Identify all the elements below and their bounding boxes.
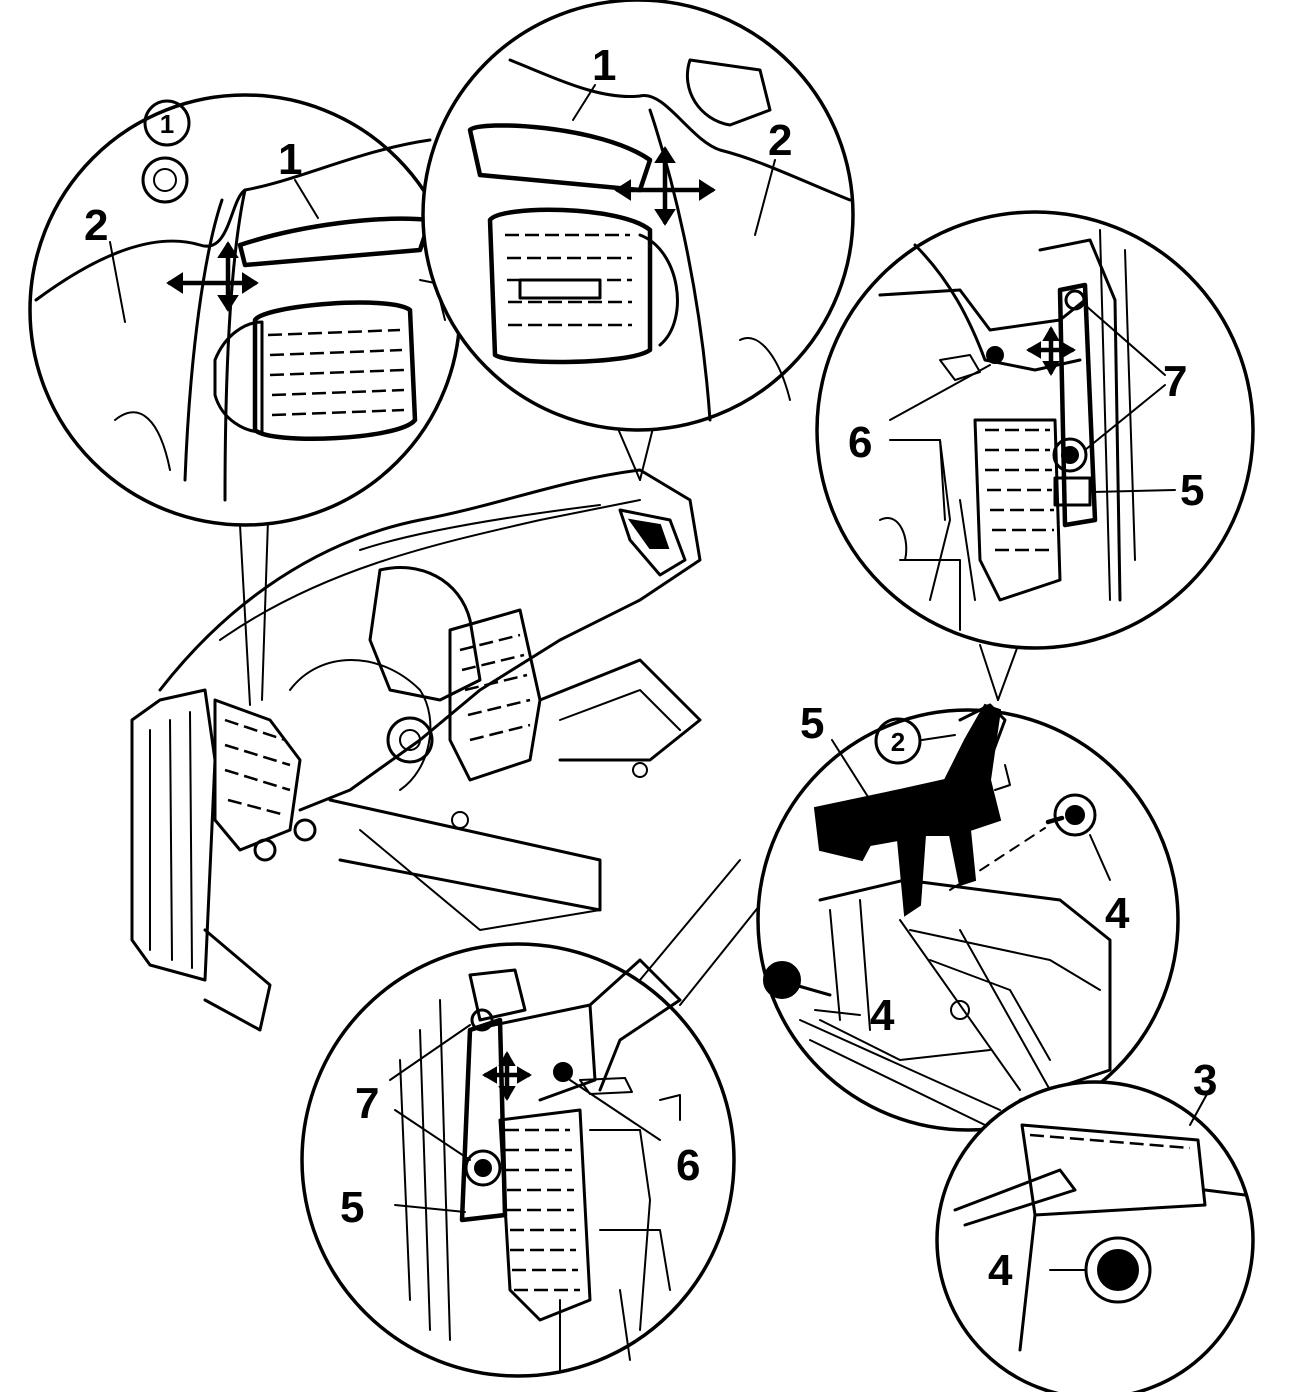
detail-right-vent: 1 2 (421, 0, 855, 481)
callout-5-bracket-top: 5 (1180, 466, 1204, 515)
step-badge-2: 2 (874, 717, 922, 765)
callout-2-left-vent: 2 (84, 201, 108, 250)
move-arrows-icon (614, 146, 716, 226)
svg-text:2: 2 (891, 727, 905, 757)
move-arrows-icon (1026, 326, 1076, 376)
dashboard-assembly (130, 468, 702, 1032)
move-arrows-icon (166, 241, 259, 312)
callout-5-bracket-center: 5 (800, 699, 824, 748)
detail-bracket-center: 2 5 4 4 (756, 699, 1180, 1132)
callout-1-left-vent: 1 (278, 135, 302, 184)
callout-1-right-vent: 1 (592, 41, 616, 90)
callout-4a-bracket-center: 4 (1105, 889, 1130, 938)
callout-5-bracket-bottom: 5 (340, 1183, 364, 1232)
detail-bracket-bottom: 7 5 6 (300, 859, 781, 1378)
callout-2-right-vent: 2 (768, 116, 792, 165)
callout-4b-bracket-center: 4 (870, 991, 895, 1040)
callout-7-bracket-bottom: 7 (355, 1079, 379, 1128)
callout-3-clip: 3 (1193, 1056, 1217, 1105)
detail-clip-removal: 3 4 (935, 1056, 1255, 1392)
callout-6-bracket-bottom: 6 (676, 1141, 700, 1190)
callout-4c-clip: 4 (988, 1246, 1013, 1295)
callout-7-bracket-top: 7 (1163, 357, 1187, 406)
move-arrows-icon (482, 1051, 532, 1101)
step-badge-1: 1 (143, 99, 191, 147)
detail-bracket-top: 6 7 5 (815, 210, 1255, 701)
detail-left-vent: 1 1 2 (28, 93, 462, 706)
svg-text:1: 1 (160, 109, 174, 139)
callout-6-bracket-top: 6 (848, 418, 872, 467)
